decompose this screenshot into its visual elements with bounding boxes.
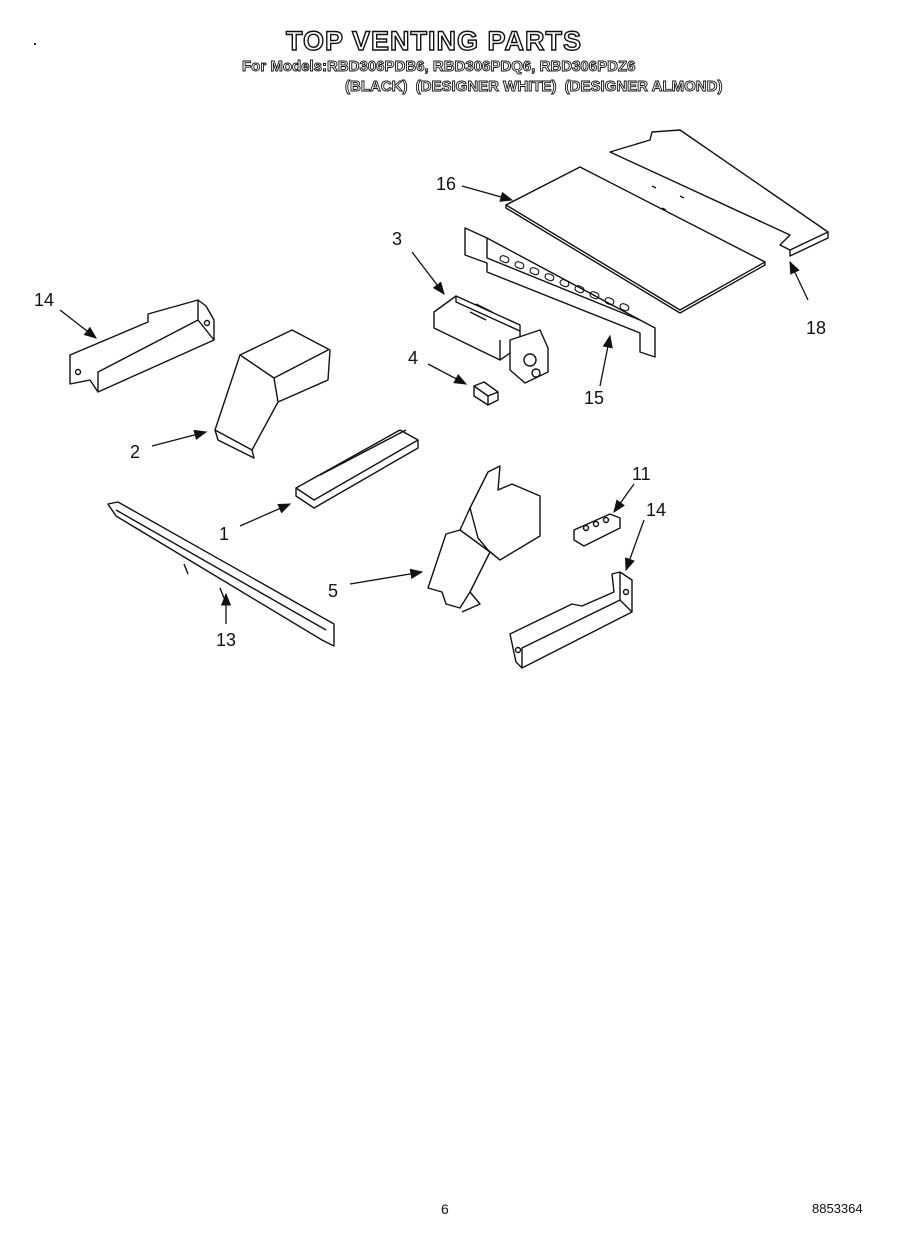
leader-4: [427, 363, 468, 385]
leader-16: [461, 185, 514, 202]
leader-5: [349, 568, 424, 585]
part-16-flat-sheet: [505, 166, 766, 314]
leader-1: [239, 503, 292, 527]
callout-2: 2: [130, 442, 140, 462]
scan-speck: [34, 43, 36, 45]
part-3-motor-assembly: [433, 295, 549, 384]
leader-3: [411, 251, 445, 296]
part-1-plate: [295, 429, 419, 509]
part-15-vent-bracket: [464, 227, 656, 358]
leader-14-left: [59, 309, 98, 339]
leader-15: [599, 334, 613, 387]
callout-1: 1: [219, 524, 229, 544]
callout-14-left: 14: [34, 290, 54, 310]
leader-11: [613, 483, 635, 514]
callout-15: 15: [584, 388, 604, 408]
color-black: (BLACK): [345, 78, 408, 96]
part-14-right-bracket: [509, 571, 633, 669]
leader-14-right: [625, 519, 645, 572]
color-designer-almond: (DESIGNER ALMOND): [564, 78, 723, 96]
model-colors: (BLACK) (DESIGNER WHITE) (DESIGNER ALMON…: [345, 78, 726, 96]
callout-3: 3: [392, 229, 402, 249]
leader-lines: [59, 185, 809, 624]
callout-4: 4: [408, 348, 418, 368]
callout-5: 5: [328, 581, 338, 601]
document-code: 8853364: [812, 1201, 863, 1216]
part-14-left-bracket: [69, 299, 215, 393]
page-title: TOP VENTING PARTS: [285, 25, 583, 56]
callout-numbers: 16 3 4 14 2 1 5 13 15 18 11 14: [34, 174, 826, 650]
leader-18: [789, 260, 809, 301]
part-5-deflector: [427, 465, 541, 613]
part-13-trim-rail: [107, 501, 335, 647]
part-11-terminal-block: [573, 513, 621, 547]
callout-14-right: 14: [646, 500, 666, 520]
models-line: For Models:RBD306PDB6, RBD306PDQ6, RBD30…: [242, 58, 636, 76]
page-number: 6: [441, 1201, 449, 1217]
color-designer-white: (DESIGNER WHITE): [415, 78, 557, 96]
part-2-duct: [214, 329, 331, 459]
callout-18: 18: [806, 318, 826, 338]
callout-16: 16: [436, 174, 456, 194]
callout-13: 13: [216, 630, 236, 650]
part-18-top-panel: [609, 129, 829, 257]
leader-2: [151, 429, 208, 447]
part-4-clip: [473, 381, 499, 406]
callout-11: 11: [632, 464, 651, 484]
